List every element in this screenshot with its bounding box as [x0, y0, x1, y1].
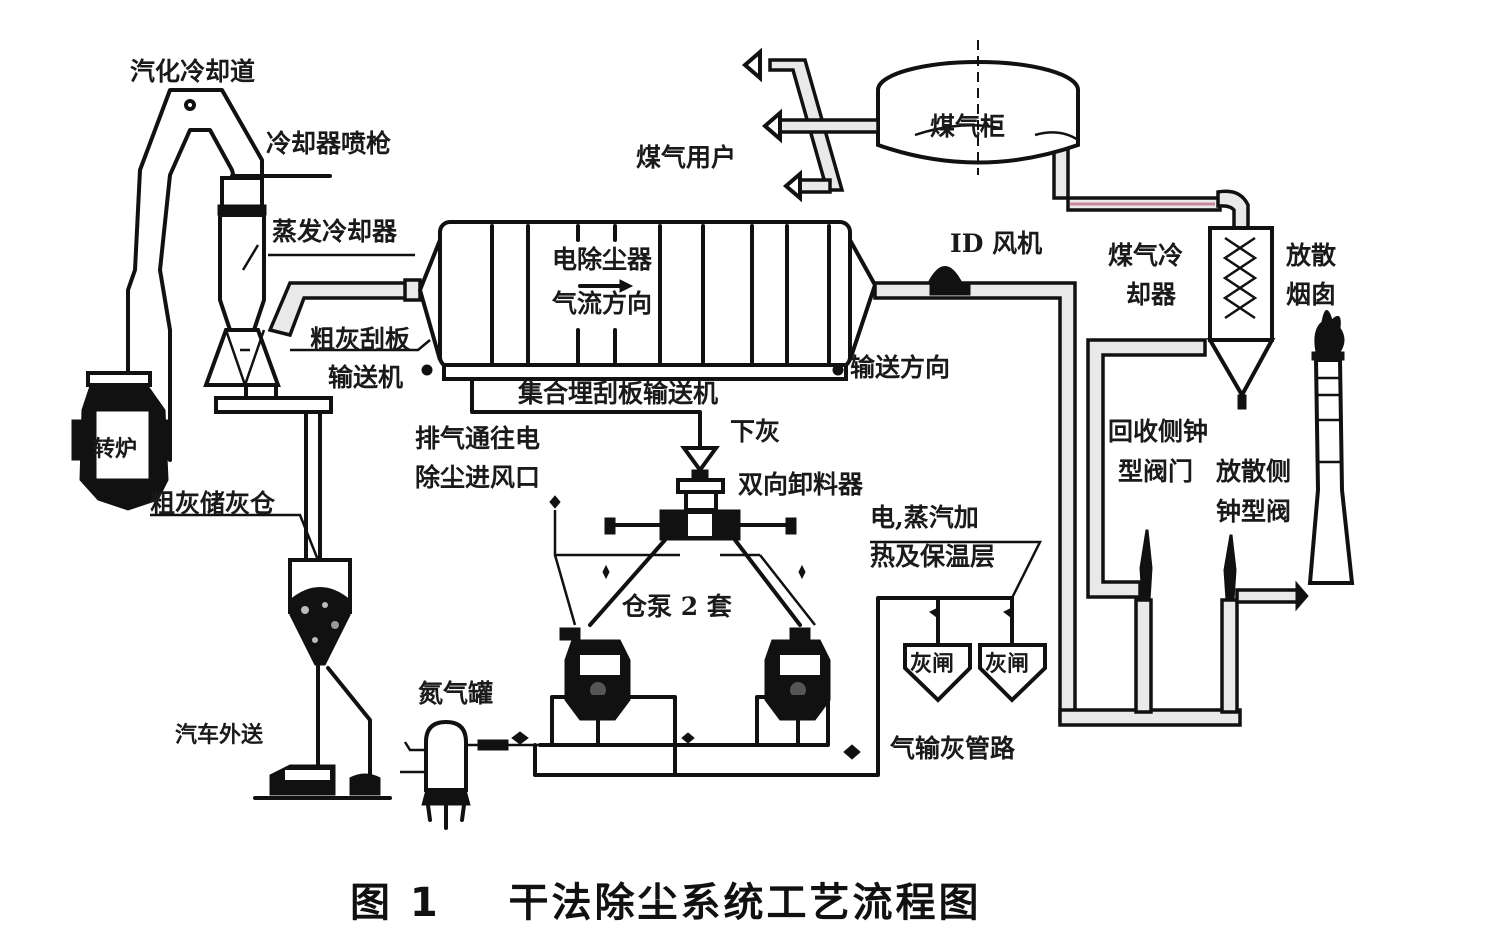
label-converter: 转炉 — [93, 436, 137, 462]
label-recovery-valve-line2: 型阀门 — [1118, 457, 1193, 486]
label-cooler-lance: 冷却器喷枪 — [266, 129, 391, 158]
label-ash-valve-2: 灰闸 — [985, 651, 1029, 677]
flare-bell-valve-icon — [1223, 534, 1237, 601]
truck-icon — [253, 764, 392, 800]
label-gas-holder: 煤气柜 — [930, 112, 1005, 141]
label-evaporative-cooler: 蒸发冷却器 — [272, 217, 398, 246]
label-coarse-ash-conveyor-line1: 粗灰刮板 — [310, 325, 410, 354]
gas-user-arrow-icon — [782, 169, 802, 203]
collector-scraper-conveyor — [442, 363, 848, 381]
label-id-fan: ID 风机 — [950, 229, 1042, 258]
flare-stack — [1307, 310, 1355, 585]
electrostatic-precipitator — [403, 220, 878, 381]
bidirectional-unloader — [604, 478, 797, 541]
label-bidirectional-unloader: 双向卸料器 — [738, 470, 864, 499]
label-vaporization-flue: 汽化冷却道 — [130, 57, 255, 86]
silo-pump-left — [559, 627, 631, 747]
label-flare-stack-line2: 烟囱 — [1286, 280, 1336, 309]
nitrogen-tank — [400, 719, 540, 830]
label-ash-valve-1: 灰闸 — [910, 651, 954, 677]
label-heating-line2: 热及保温层 — [870, 542, 995, 571]
label-exhaust-line1: 排气通往电 — [415, 424, 540, 453]
ash-valves — [870, 540, 1047, 703]
label-nitrogen-tank: 氮气罐 — [418, 679, 493, 708]
gas-user-arrow-icon — [761, 108, 782, 144]
label-gas-users: 煤气用户 — [636, 143, 736, 172]
id-fan-icon — [927, 266, 963, 284]
gas-user-distribution — [741, 47, 880, 203]
label-coarse-ash-conveyor-line2: 输送机 — [328, 363, 403, 392]
silo-pump-feed-lines — [549, 495, 816, 627]
coarse-ash-silo — [288, 410, 372, 777]
label-gas-flow-direction: 气流方向 — [551, 289, 652, 318]
gas-user-arrow-icon — [741, 47, 762, 83]
label-flare-stack-line1: 放散 — [1285, 241, 1336, 270]
gas-holder — [876, 40, 1080, 175]
label-gas-cooler-line2: 却器 — [1126, 280, 1177, 309]
label-recovery-valve-line1: 回收侧钟 — [1108, 417, 1208, 446]
exhaust-port-icon — [549, 495, 561, 509]
label-silo-pumps: 仓泵 2 套 — [621, 592, 733, 621]
label-heating-line1: 电,蒸汽加 — [870, 503, 979, 532]
label-esp: 电除尘器 — [552, 245, 653, 274]
leader-lines — [150, 253, 431, 561]
label-collector-conveyor: 集合埋刮板输送机 — [517, 379, 718, 408]
silo-pump-right — [764, 627, 831, 747]
label-exhaust-line2: 除尘进风口 — [415, 463, 540, 492]
flare-flame-icon — [1314, 310, 1345, 353]
figure-caption: 图 1 干法除尘系统工艺流程图 — [350, 880, 981, 926]
label-truck-transport: 汽车外送 — [175, 722, 263, 748]
bell-valve-manifold — [1058, 338, 1309, 727]
vaporization-cooling-flue — [126, 88, 264, 462]
flue-marker-icon — [184, 99, 196, 111]
evaporative-cooler — [203, 176, 333, 414]
label-coarse-ash-silo: 粗灰储灰仓 — [150, 489, 276, 518]
label-transport-direction: 输送方向 — [850, 353, 950, 382]
conveyor-ash-drop — [470, 378, 720, 481]
conveyor-drive-icon — [421, 364, 433, 376]
pneumatic-ash-piping — [533, 596, 1014, 777]
label-ash-discharge: 下灰 — [730, 417, 780, 446]
label-flare-valve-line2: 钟型阀 — [1216, 497, 1291, 526]
label-gas-cooler-line1: 煤气冷 — [1108, 241, 1183, 270]
converter — [71, 371, 169, 511]
label-pneumatic-ash-pipe: 气输灰管路 — [889, 734, 1016, 763]
conveyor-drive-icon — [832, 364, 844, 376]
gas-cooler — [1052, 136, 1276, 410]
coarse-ash-conveyor — [214, 396, 333, 414]
recovery-bell-valve-icon — [1139, 529, 1153, 601]
label-flare-valve-line1: 放散侧 — [1215, 457, 1291, 486]
